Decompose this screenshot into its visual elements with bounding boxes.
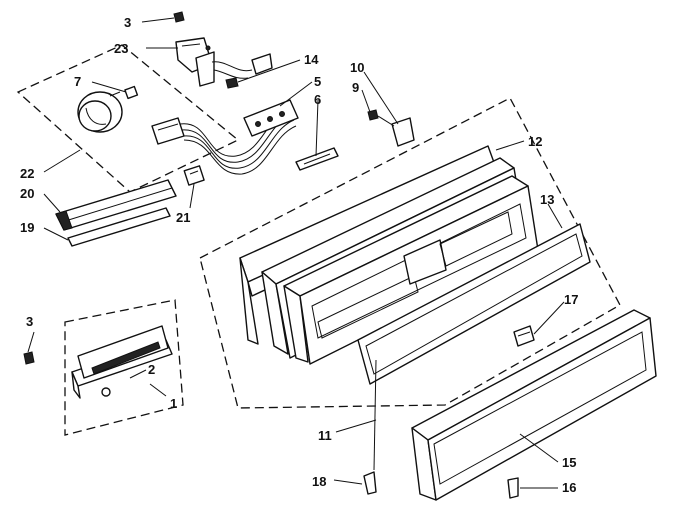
part-23-switch-bracket xyxy=(175,37,273,87)
callout-15: 15 xyxy=(562,455,576,470)
callout-5: 5 xyxy=(314,74,321,89)
part-14-screw xyxy=(225,77,239,89)
callout-22: 22 xyxy=(20,166,34,181)
part-19-strip xyxy=(67,207,171,247)
callout-13: 13 xyxy=(540,192,554,207)
dashed-outline-timer-group xyxy=(16,44,240,193)
callout-labels: 3 23 7 14 5 6 10 9 12 22 20 19 21 13 3 2… xyxy=(20,15,578,495)
dashed-outline-bracket-group xyxy=(64,299,184,436)
callout-2: 2 xyxy=(148,362,155,377)
callout-21: 21 xyxy=(176,210,190,225)
part-5-wire-harness xyxy=(151,99,299,175)
callout-10: 10 xyxy=(350,60,364,75)
callout-17: 17 xyxy=(564,292,578,307)
part-20-socket-bar xyxy=(55,179,177,231)
callout-3-top: 3 xyxy=(124,15,131,30)
callout-14: 14 xyxy=(304,52,319,67)
part-13-trim-frame xyxy=(357,223,591,385)
callout-3-left: 3 xyxy=(26,314,33,329)
leader-lines xyxy=(27,17,565,489)
front-panel xyxy=(283,175,539,365)
part-15-end-cap xyxy=(411,309,657,501)
callout-19: 19 xyxy=(20,220,34,235)
callout-18: 18 xyxy=(312,474,326,489)
part-16-screw xyxy=(507,477,519,499)
part-18-screw xyxy=(363,471,377,495)
part-22-timer-motor xyxy=(77,91,123,133)
part-10-switch xyxy=(367,109,415,147)
callout-12: 12 xyxy=(528,134,542,149)
callout-11: 11 xyxy=(318,428,332,443)
group-outlines xyxy=(16,44,621,436)
part-17-clip xyxy=(513,325,535,347)
part-7-knob xyxy=(124,85,139,100)
callout-6: 6 xyxy=(314,92,321,107)
callout-23: 23 xyxy=(114,41,128,56)
callout-20: 20 xyxy=(20,186,34,201)
part-21-clip xyxy=(183,165,205,186)
part-3-screw-left xyxy=(23,351,35,365)
part-2-light-socket xyxy=(77,325,169,397)
part-6-bracket xyxy=(295,147,339,171)
part-3-screw-top xyxy=(173,11,185,23)
callout-9: 9 xyxy=(352,80,359,95)
callout-1: 1 xyxy=(170,396,177,411)
callout-16: 16 xyxy=(562,480,576,495)
callout-7: 7 xyxy=(74,74,81,89)
